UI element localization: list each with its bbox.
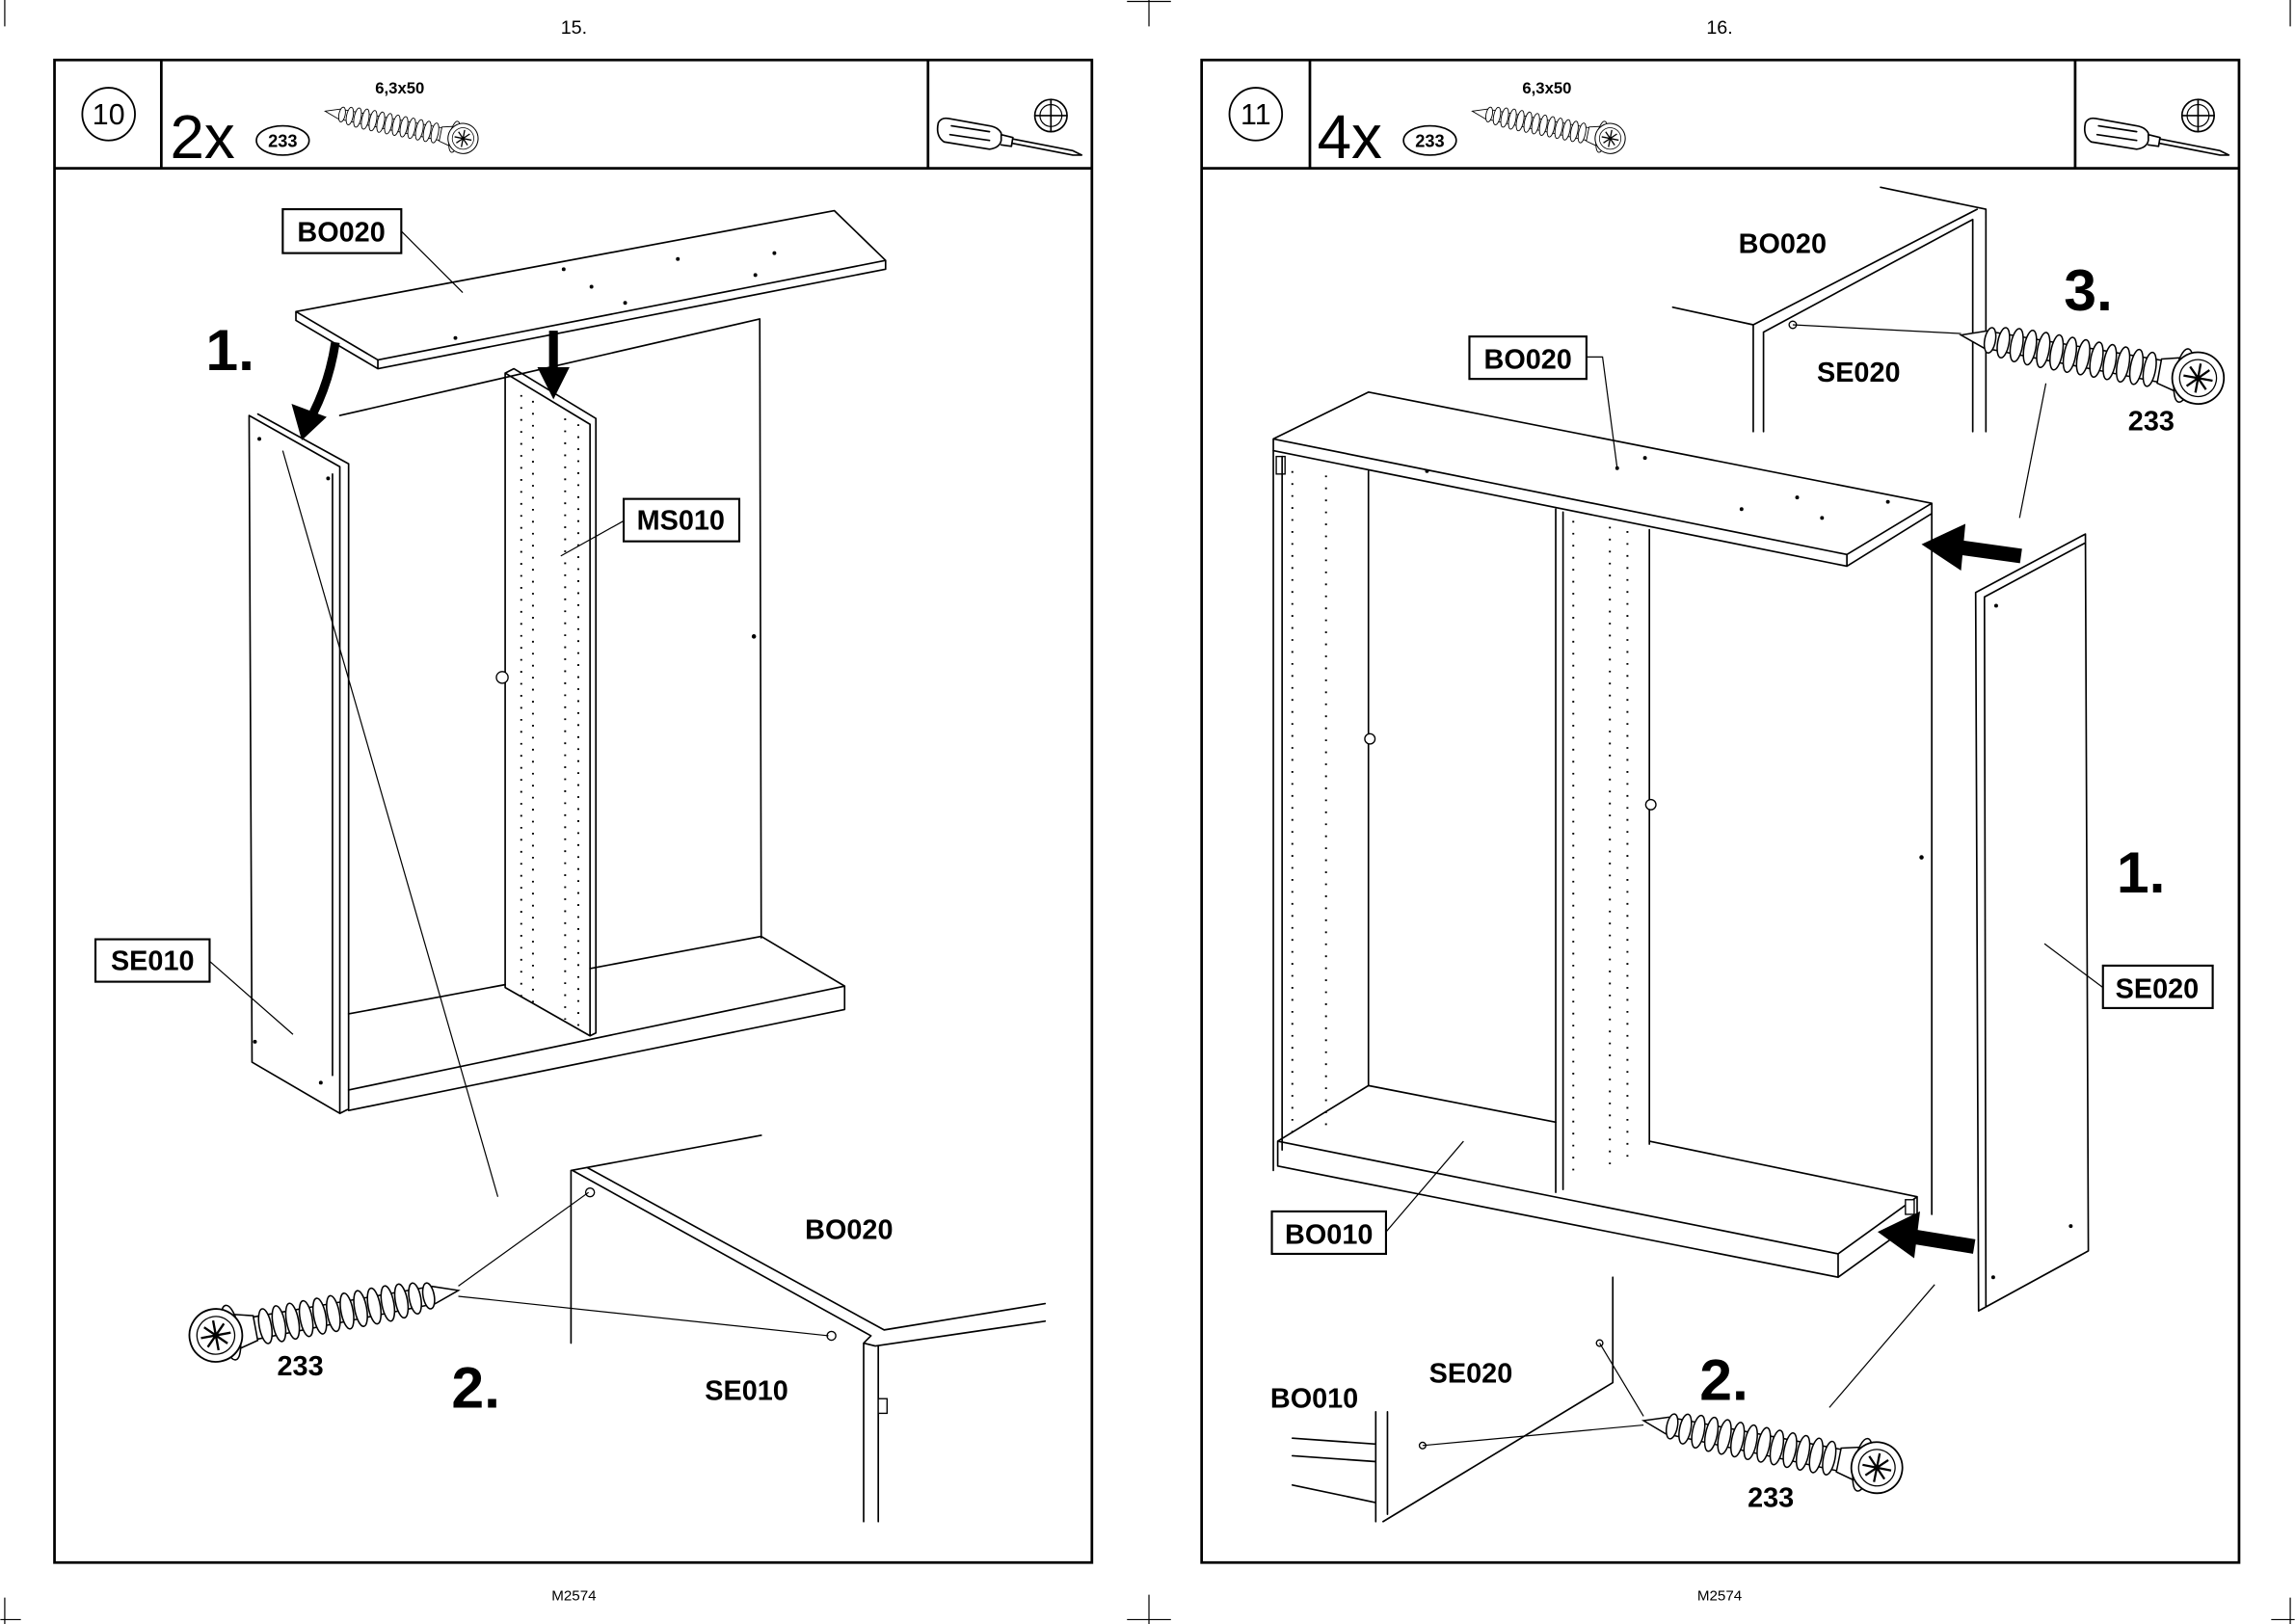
- svg-text:MS010: MS010: [637, 506, 725, 537]
- assembly-drawing-step-11: BO020 3. BO020 SE020 233 1. SE020 BO010 …: [1270, 187, 2228, 1521]
- leader-line: [1386, 1141, 1463, 1232]
- label-side-panel: SE020: [2103, 966, 2213, 1008]
- detail-bottom-board-label: BO010: [1270, 1383, 1358, 1414]
- leader-line: [401, 231, 463, 293]
- step-number: 10: [93, 99, 125, 131]
- step-header: 10 2x 233 6,3x50: [82, 79, 1081, 172]
- sub-step-2: 2.: [1699, 1347, 1748, 1413]
- label-top-board: BO020: [1469, 336, 1586, 379]
- phillips-icon: [1035, 99, 1067, 131]
- quantity: 4x: [1318, 102, 1382, 172]
- screw-233-icon: [185, 1264, 464, 1368]
- cam-lock: [496, 672, 508, 683]
- detail-top-side-panel-label: SE020: [1817, 358, 1901, 388]
- step-header: 11 4x 233 6,3x50: [1230, 79, 2229, 172]
- leader-line: [1587, 357, 1617, 467]
- quantity: 2x: [170, 102, 234, 172]
- side-panel-holes: [1991, 603, 2072, 1279]
- leader-line: [561, 520, 624, 555]
- screwdriver-icon: [938, 119, 1082, 155]
- label-side-panel: SE010: [95, 940, 209, 982]
- left-side-panel: [1273, 451, 1369, 1171]
- page-number: 15.: [561, 17, 587, 39]
- detail-callout-line: [282, 451, 497, 1197]
- part-number: 233: [1415, 132, 1444, 151]
- top-board-bo020: [1273, 392, 1932, 567]
- detail-side-panel-label: SE010: [705, 1376, 788, 1407]
- step-number: 11: [1241, 99, 1271, 131]
- right-side-panel-se020: [1976, 534, 2089, 1311]
- footer-code: M2574: [1697, 1588, 1742, 1605]
- label-top-board: BO020: [282, 209, 401, 253]
- detail-top-board-label: BO020: [805, 1215, 893, 1246]
- page-15: 15. 10 2x 233 6,3x50: [55, 17, 1092, 1605]
- hole: [1919, 855, 1924, 860]
- arrow-push-top: [1922, 523, 2021, 571]
- fitting: [878, 1398, 887, 1413]
- cam-lock: [1365, 733, 1375, 744]
- sub-step-1: 1.: [205, 317, 254, 383]
- detail-top-screw-label: 233: [2128, 406, 2175, 437]
- screw-size: 6,3x50: [1522, 79, 1571, 97]
- footer-code: M2574: [551, 1588, 596, 1605]
- detail-screw-label: 233: [278, 1351, 324, 1382]
- detail-top-board-label: BO020: [1739, 229, 1827, 260]
- screwdriver-icon: [2085, 119, 2229, 155]
- screw-hole: [586, 1188, 595, 1197]
- arrow-push-bottom: [1878, 1211, 1974, 1259]
- left-panel-shelf-holes: [1293, 471, 1326, 1141]
- cam-lock: [1645, 800, 1656, 811]
- label-middle-panel: MS010: [624, 499, 739, 542]
- detail-bottom-screw-label: 233: [1748, 1483, 1794, 1514]
- arrow-lower-board-right: [537, 331, 569, 399]
- middle-panel-shelf-holes: [1573, 520, 1627, 1179]
- sub-step-3: 3.: [2064, 257, 2113, 323]
- detail-bottom-side-panel-label: SE020: [1429, 1359, 1513, 1390]
- detail-callout-line: [2019, 384, 2045, 519]
- svg-text:SE010: SE010: [111, 945, 195, 976]
- page-number: 16.: [1706, 17, 1732, 39]
- side-panel-holes: [254, 437, 331, 1084]
- fitting: [1276, 457, 1285, 474]
- back-panel: [340, 319, 761, 938]
- board-holes: [1425, 456, 1889, 519]
- screw-size: 6,3x50: [375, 79, 424, 97]
- sub-step-2: 2.: [451, 1354, 500, 1420]
- svg-text:BO020: BO020: [1484, 345, 1572, 376]
- part-number: 233: [268, 132, 297, 151]
- screw-guide-line: [1793, 325, 1961, 333]
- screw-icon: [1469, 95, 1628, 156]
- screw-guide-lines: [459, 1192, 829, 1336]
- screw-233-icon: [1957, 308, 2228, 410]
- detail-callout-line: [1829, 1285, 1935, 1408]
- svg-text:SE020: SE020: [2116, 973, 2200, 1004]
- arrow-lower-board-left: [291, 342, 335, 440]
- sub-step-1: 1.: [2117, 839, 2166, 905]
- fitting: [1906, 1200, 1914, 1214]
- label-bottom-board: BO010: [1272, 1211, 1386, 1254]
- middle-panel: [1556, 509, 1649, 1192]
- middle-panel-ms010: [505, 369, 596, 1036]
- leader-line: [2044, 944, 2103, 988]
- hole: [752, 634, 757, 639]
- svg-text:BO020: BO020: [297, 217, 385, 248]
- assembly-drawing-step-10: BO020 1. MS010 SE010 BO020 233 2. SE010: [95, 209, 1045, 1522]
- page-16: 16. 11 4x 233 6,3x50: [1202, 17, 2239, 1605]
- svg-text:BO010: BO010: [1285, 1219, 1373, 1250]
- top-corner-detail: [1672, 187, 1986, 432]
- corner-detail: [571, 1135, 1045, 1522]
- screw-icon: [322, 95, 481, 156]
- phillips-icon: [2182, 99, 2214, 131]
- middle-panel-shelf-holes: [521, 395, 578, 1027]
